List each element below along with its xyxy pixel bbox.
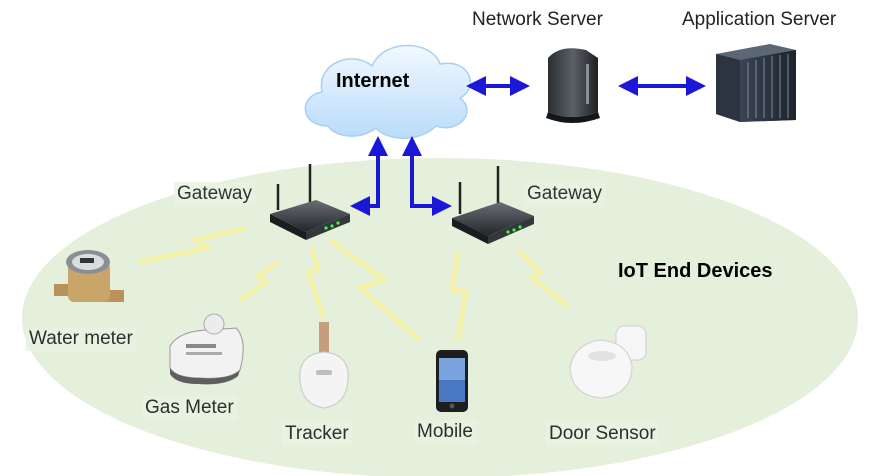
network-server-label: Network Server [472,9,603,30]
door-sensor-label: Door Sensor [546,422,659,446]
mobile-phone-icon [436,350,468,412]
door-sensor-icon [569,325,647,399]
gateway-right-arrow [402,136,452,216]
radio-bolt [137,225,246,265]
gas-meter-icon [169,313,244,385]
tracker-icon [299,322,349,409]
gateway-left-arrow [350,136,388,216]
iot-area-label: IoT End Devices [618,260,773,282]
router-icon [452,166,534,244]
radio-bolt [449,251,469,341]
gateway-left-label: Gateway [174,182,255,206]
radio-bolt [328,237,422,342]
radio-links [137,225,570,342]
cloud-icon [304,44,471,139]
server-rack-icon [716,44,796,122]
radio-bolt [304,247,327,319]
radio-bolt [238,259,280,303]
gas-meter-label: Gas Meter [142,396,237,420]
water-meter-icon [54,250,124,302]
radio-bolt [516,248,570,308]
gateway-right-label: Gateway [524,182,605,206]
router-icon [270,164,350,240]
mobile-label: Mobile [414,420,476,444]
water-meter-label: Water meter [26,327,136,351]
tracker-label: Tracker [282,422,352,446]
backhaul-links [350,76,706,216]
cloud-label: Internet [336,70,410,92]
modem-icon [546,48,600,123]
application-server-label: Application Server [682,9,837,30]
